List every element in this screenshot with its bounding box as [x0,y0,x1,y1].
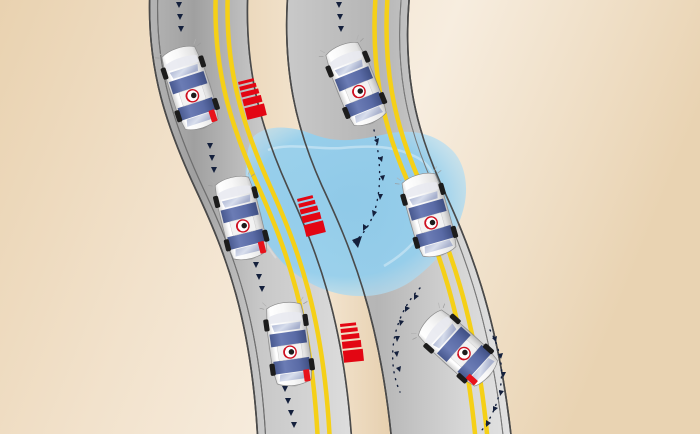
car-left-car-3 [258,295,320,391]
indicator-bottom [340,322,364,363]
traj-right-skid-upper [352,129,385,248]
traj-left-top [176,2,184,32]
car-right-car-3 [407,299,507,396]
car-left-car-1 [152,37,228,138]
traj-right-skid-left [391,287,421,393]
brake-light [466,373,478,386]
indicator-top [238,78,267,120]
traj-right-skid-lower [481,329,506,431]
brake-light [208,109,218,123]
traj-left-bottom [253,262,265,292]
car-left-car-2 [205,167,276,267]
hazard-label: Standing water / aquaplaning zone [2,37,249,54]
traj-left-mid [207,143,217,173]
brake-light [257,240,267,254]
traj-left-exit [282,386,297,428]
brake-light [303,369,311,382]
indicator-middle [297,195,326,237]
traj-right-top [336,2,344,32]
